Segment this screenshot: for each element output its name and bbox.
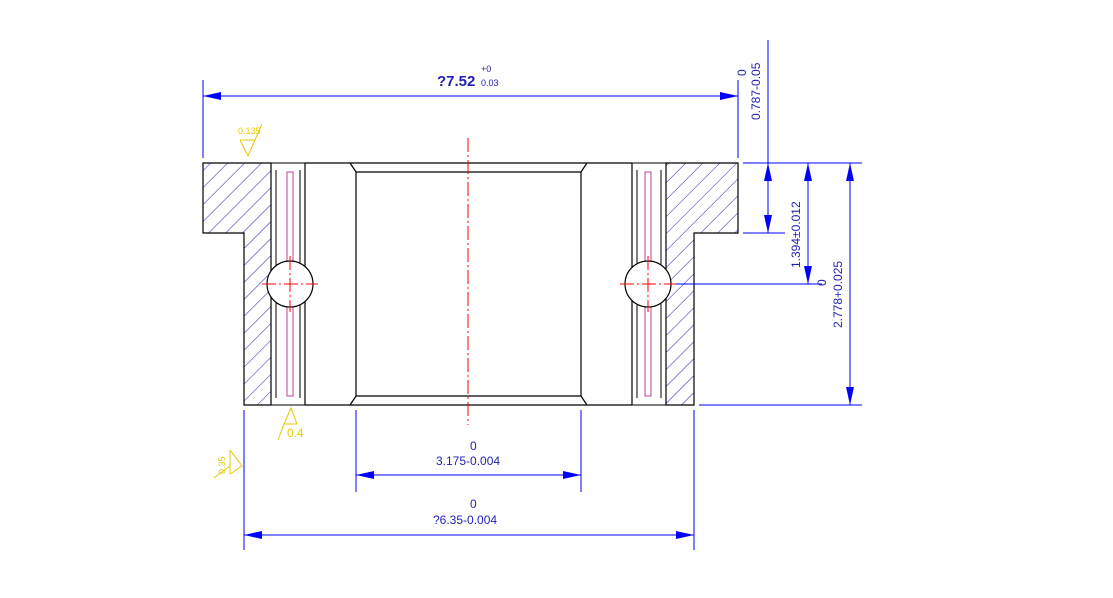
dim-bore-main: 3.175-0.004 bbox=[436, 454, 500, 468]
dim-total-height-main: 2.778+0.025 bbox=[831, 261, 845, 328]
surface-finish-top-left-value: 0.135 bbox=[238, 126, 261, 136]
housing-left-section bbox=[202, 162, 272, 406]
dim-top-flange-upper: 0 bbox=[735, 69, 749, 76]
surface-finish-bottom: 0.4 bbox=[277, 406, 304, 441]
dim-total-height-upper: 0 bbox=[815, 279, 829, 286]
dim-outer-upper: 0 bbox=[470, 497, 477, 511]
dim-outer-main: ?6.35-0.004 bbox=[433, 513, 497, 527]
dim-top-width: ?7.52 +0 0.03 bbox=[437, 64, 499, 90]
surface-finish-bottom-value: 0.4 bbox=[287, 426, 304, 440]
dim-top-width-main: ?7.52 bbox=[437, 73, 475, 90]
dim-ball-height: 1.394±0.012 bbox=[789, 201, 803, 268]
arrowheads bbox=[203, 92, 854, 539]
dim-ball-height-main: 1.394±0.012 bbox=[789, 201, 803, 268]
dim-outer: 0 ?6.35-0.004 bbox=[433, 497, 497, 527]
dim-top-flange-main: 0.787-0.05 bbox=[749, 62, 763, 120]
dim-top-width-lower: 0.03 bbox=[481, 78, 499, 88]
surface-finish-top-left: 0.135 bbox=[238, 123, 263, 158]
dim-top-width-upper: +0 bbox=[481, 64, 491, 74]
dim-bore: 0 3.175-0.004 bbox=[436, 439, 500, 468]
centerlines bbox=[262, 138, 676, 425]
surface-finish-side-value: 0.35 bbox=[217, 456, 227, 474]
surface-finish-side: 0.35 bbox=[213, 449, 243, 479]
dim-total-height: 0 2.778+0.025 bbox=[815, 261, 845, 328]
dim-top-flange: 0 0.787-0.05 bbox=[735, 62, 763, 120]
dim-bore-upper: 0 bbox=[470, 439, 477, 453]
dimension-lines bbox=[202, 40, 862, 550]
